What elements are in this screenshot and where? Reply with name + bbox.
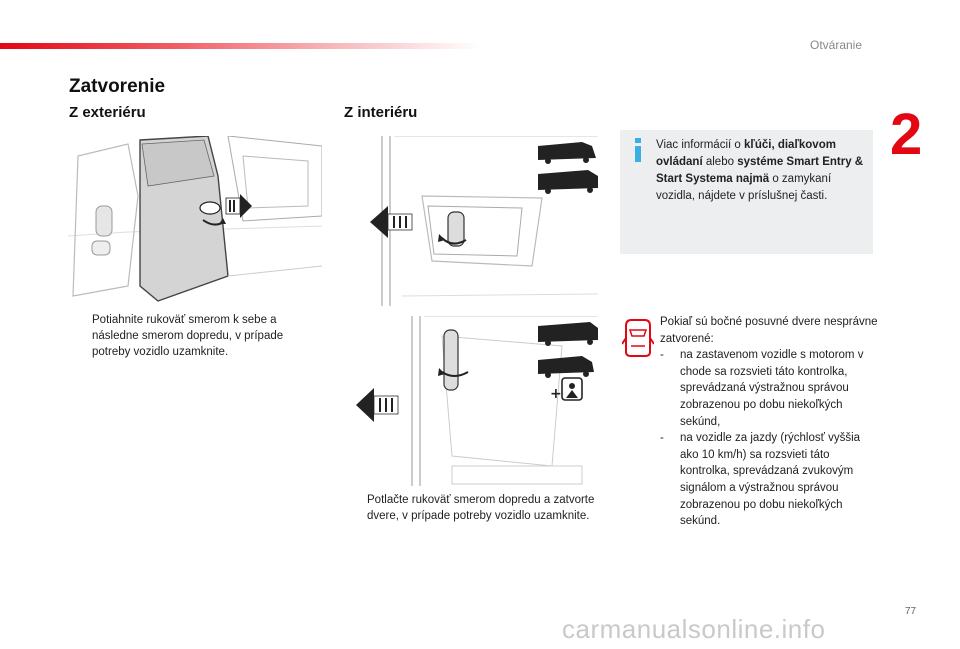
info-box: Viac informácií o kľúči, diaľkovom ovlád… xyxy=(620,130,873,254)
interior-heading: Z interiéru xyxy=(344,104,418,121)
van-icon xyxy=(538,356,594,378)
info-icon xyxy=(635,138,641,162)
exterior-instruction: Potiahnite rukoväť smerom k sebe a násle… xyxy=(92,314,284,358)
warning-item: - na vozidle za jazdy (rýchlosť vyššia a… xyxy=(660,432,861,528)
van-icon xyxy=(538,142,596,164)
watermark: carmanualsonline.info xyxy=(562,614,826,644)
warning-item: - na zastavenom vozidle s motorom v chod… xyxy=(660,349,864,428)
interior-door-close-illustration: + xyxy=(342,316,598,486)
warning-text: Pokiaľ sú bočné posuvné dvere nesprávne … xyxy=(660,314,880,530)
page-title: Zatvorenie xyxy=(69,76,166,97)
header-red-bar xyxy=(0,43,480,49)
svg-text:+: + xyxy=(550,386,562,402)
exterior-heading: Z exteriéru xyxy=(69,104,146,121)
van-icon xyxy=(538,322,598,346)
interior-door-handle-illustration xyxy=(342,136,598,306)
door-open-warning-icon xyxy=(622,319,654,357)
interior-instruction: Potlačte rukoväť smerom dopredu a zatvor… xyxy=(367,494,595,522)
child-lock-icon: + xyxy=(550,377,583,402)
info-text: Viac informácií o kľúči, diaľkovom ovlád… xyxy=(656,139,864,202)
van-long-icon xyxy=(538,170,598,194)
exterior-door-illustration xyxy=(68,136,322,306)
chapter-number: 2 xyxy=(890,102,923,167)
section-title: Otváranie xyxy=(810,38,863,52)
page-number: 77 xyxy=(905,606,917,617)
